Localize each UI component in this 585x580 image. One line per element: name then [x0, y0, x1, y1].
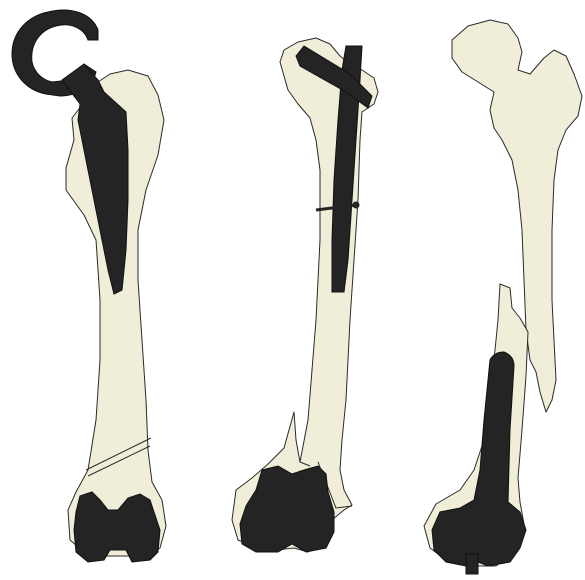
right-femur-panel — [424, 20, 582, 574]
left-femur-panel — [12, 10, 166, 562]
stem-tip-icon — [466, 554, 478, 574]
middle-femur-panel — [232, 38, 378, 552]
